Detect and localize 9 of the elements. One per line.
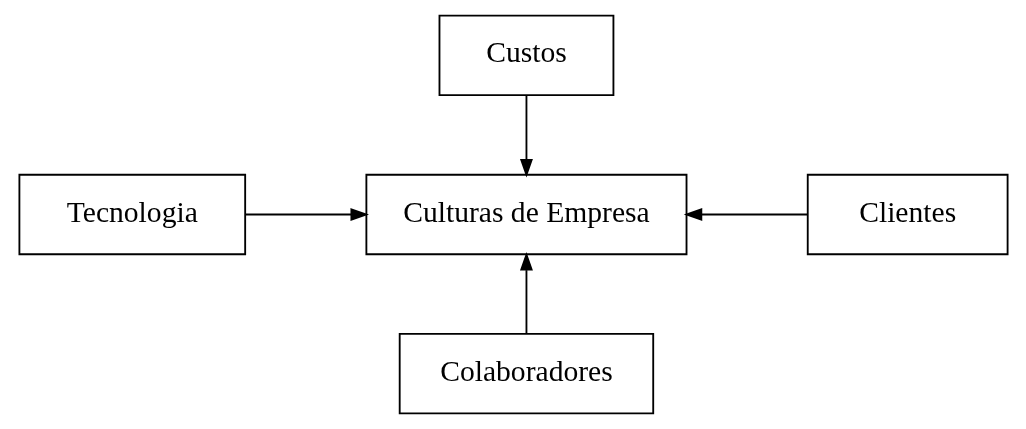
arrow xyxy=(519,251,533,335)
node-box: Culturas de Empresa xyxy=(364,173,687,256)
node-box: Custos xyxy=(438,14,614,97)
arrow xyxy=(519,94,533,178)
node-box: Colaboradores xyxy=(398,332,654,415)
arrow xyxy=(244,208,369,221)
arrow xyxy=(683,208,808,221)
node-box: Tecnologia xyxy=(17,173,246,256)
node-box: Clientes xyxy=(806,173,1009,256)
